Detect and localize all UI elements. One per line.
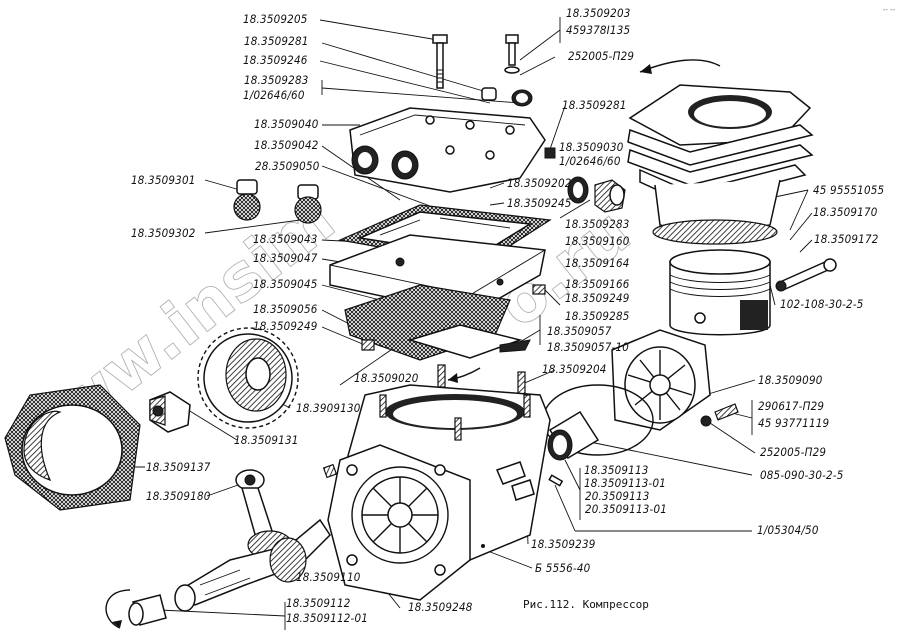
- label-18-3509164: 18.3509164: [565, 256, 630, 270]
- label-18-3509285: 18.3509285: [565, 309, 630, 323]
- piston-9164: [669, 249, 771, 336]
- label-18-3509040: 18.3509040: [254, 117, 319, 131]
- label-18-3509166: 18.3509166: [565, 277, 630, 291]
- label-085-090-30-2-5: 085-090-30-2-5: [760, 468, 844, 482]
- label-18-3509249-left: 18.3509249: [253, 319, 318, 333]
- label-18-3509170: 18.3509170: [813, 205, 878, 219]
- rotation-arrow-top: [639, 59, 721, 74]
- plug-9249-right: [532, 284, 546, 295]
- label-18-3509283-top: 18.3509283: [244, 73, 309, 87]
- label-252005-p29-right: 252005-П29: [760, 445, 827, 459]
- valve-cap-9302: [294, 184, 322, 224]
- label-18-3509112-01: 18.3509112-01: [286, 611, 369, 625]
- plug-9248: [322, 463, 338, 479]
- label-18-3509030: 18.3509030: [559, 140, 624, 154]
- label-18-3509057-10: 18.3509057-10: [547, 340, 630, 354]
- label-1-02646-60-right: 1/02646/60: [559, 154, 621, 168]
- label-18-3509239: 18.3509239: [531, 537, 596, 551]
- label-252005-p29-top: 252005-П29: [568, 49, 635, 63]
- bolt-290617: [700, 403, 739, 427]
- corner-mark: -- --: [883, 6, 896, 14]
- label-18-3509045: 18.3509045: [253, 277, 318, 291]
- front-cover-9090: [611, 329, 711, 431]
- label-18-3509302: 18.3509302: [131, 226, 196, 240]
- seal-ring-9283: [567, 176, 589, 204]
- nut-9131: [149, 391, 191, 433]
- rotation-arrow-middle: [447, 367, 481, 383]
- label-1-02646-60-top: 1/02646/60: [243, 88, 305, 102]
- label-18-3909130: 18.3909130: [296, 401, 361, 415]
- label-18-3509043: 18.3509043: [253, 232, 318, 246]
- valve-9056: [407, 324, 531, 359]
- label-20-3509113-01: 20.3509113-01: [585, 502, 668, 516]
- sleeve-9281-9283: [481, 87, 533, 107]
- label-20-3509113: 20.3509113: [585, 489, 650, 503]
- valve-cap-9301: [233, 179, 261, 221]
- label-18-3509281-right: 18.3509281: [562, 98, 627, 112]
- label-18-3509180: 18.3509180: [146, 489, 211, 503]
- rear-cover-9137: [4, 384, 141, 511]
- crankshaft-9110: [174, 518, 331, 612]
- label-18-3509245: 18.3509245: [507, 196, 572, 210]
- gear-3909130: [197, 327, 299, 429]
- rotation-arrow-bottom: [105, 589, 131, 629]
- label-18-3509110: 18.3509110: [296, 570, 361, 584]
- label-18-3509246: 18.3509246: [243, 53, 308, 67]
- label-18-3509042: 18.3509042: [254, 138, 319, 152]
- cylinder-head: [349, 107, 556, 193]
- label-18-3509090: 18.3509090: [758, 373, 823, 387]
- label-18-3509113-01: 18.3509113-01: [584, 476, 667, 490]
- label-18-3509172: 18.3509172: [814, 232, 879, 246]
- stud-9020: [437, 364, 446, 388]
- piston-pin-9170: [775, 258, 837, 292]
- bolt-9203: [504, 34, 520, 74]
- label-18-3509160: 18.3509160: [565, 234, 630, 248]
- label-18-3509020: 18.3509020: [354, 371, 419, 385]
- label-459378i135: 459378I135: [566, 23, 631, 37]
- figure-caption: Рис.112. Компрессор: [523, 598, 649, 611]
- label-18-3509056: 18.3509056: [253, 302, 318, 316]
- crankcase: [327, 384, 551, 601]
- label-18-3509203: 18.3509203: [566, 6, 631, 20]
- label-18-3509283-right: 18.3509283: [565, 217, 630, 231]
- plug-9249-left: [361, 339, 375, 351]
- label-18-3509204: 18.3509204: [542, 362, 607, 376]
- label-18-3509205: 18.3509205: [243, 12, 308, 26]
- bolt-9205: [432, 34, 448, 89]
- label-18-3509113: 18.3509113: [584, 463, 649, 477]
- bushing-9112: [128, 594, 167, 626]
- screw-05304: [548, 474, 564, 487]
- label-18-3509281-top: 18.3509281: [244, 34, 309, 48]
- label-18-3509137: 18.3509137: [146, 460, 211, 474]
- cylinder-block-9030: [627, 84, 814, 245]
- label-1-05304-50: 1/05304/50: [757, 523, 819, 537]
- label-18-3509202: 18.3509202: [507, 176, 572, 190]
- label-18-3509112: 18.3509112: [286, 596, 351, 610]
- bushing-9113: [547, 410, 600, 461]
- label-45-93771119: 45 93771119: [758, 416, 830, 430]
- label-18-3509249-right: 18.3509249: [565, 291, 630, 305]
- label-45-95551055: 45 95551055: [813, 183, 885, 197]
- label-102-108-30-2-5: 102-108-30-2-5: [780, 297, 864, 311]
- label-28-3509050: 28.3509050: [255, 159, 320, 173]
- label-18-3509131: 18.3509131: [234, 433, 299, 447]
- label-18-3509248: 18.3509248: [408, 600, 473, 614]
- label-290617-p29: 290617-П29: [758, 399, 825, 413]
- label-18-3509057: 18.3509057: [547, 324, 612, 338]
- label-b-5556-40: Б 5556-40: [535, 561, 591, 575]
- label-18-3509047: 18.3509047: [253, 251, 318, 265]
- plug-9160: [594, 179, 626, 213]
- label-18-3509301: 18.3509301: [131, 173, 196, 187]
